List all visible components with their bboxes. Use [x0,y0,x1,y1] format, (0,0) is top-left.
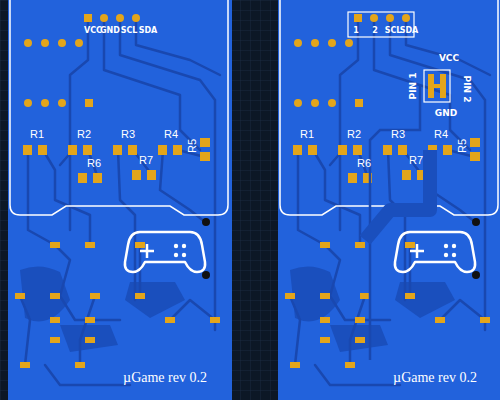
part-label: R1 [300,129,314,140]
part-label: R7 [139,155,153,166]
pin-label: GND [435,109,457,118]
pin-label: PIN 2 [462,76,471,103]
pin-label: SDA [139,27,158,35]
version-label: µGame rev 0.2 [123,371,207,385]
left-board [8,0,232,400]
pin-label: PIN 1 [409,73,418,100]
pin-label: 2 [372,27,378,35]
part-label: R7 [409,155,423,166]
version-label: µGame rev 0.2 [393,371,477,385]
part-label: R2 [347,129,361,140]
part-label: R5 [187,139,198,153]
pin-label: GND [100,27,120,35]
pin-label: VCC [84,27,102,35]
pin-label: SCL [121,27,138,35]
part-label: R4 [434,129,448,140]
part-label: R3 [391,129,405,140]
part-label: R3 [121,129,135,140]
ic-component [424,70,450,102]
pin-label: 1 [353,27,359,35]
pin-label: SCL [385,27,402,35]
part-label: R1 [30,129,44,140]
part-label: R5 [457,139,468,153]
part-label: R6 [87,158,101,169]
pin-label: SDA [400,27,419,35]
part-label: R6 [357,158,371,169]
pin-label: VCC [439,54,459,63]
part-label: R2 [77,129,91,140]
part-label: R4 [164,129,178,140]
right-board [278,0,500,400]
